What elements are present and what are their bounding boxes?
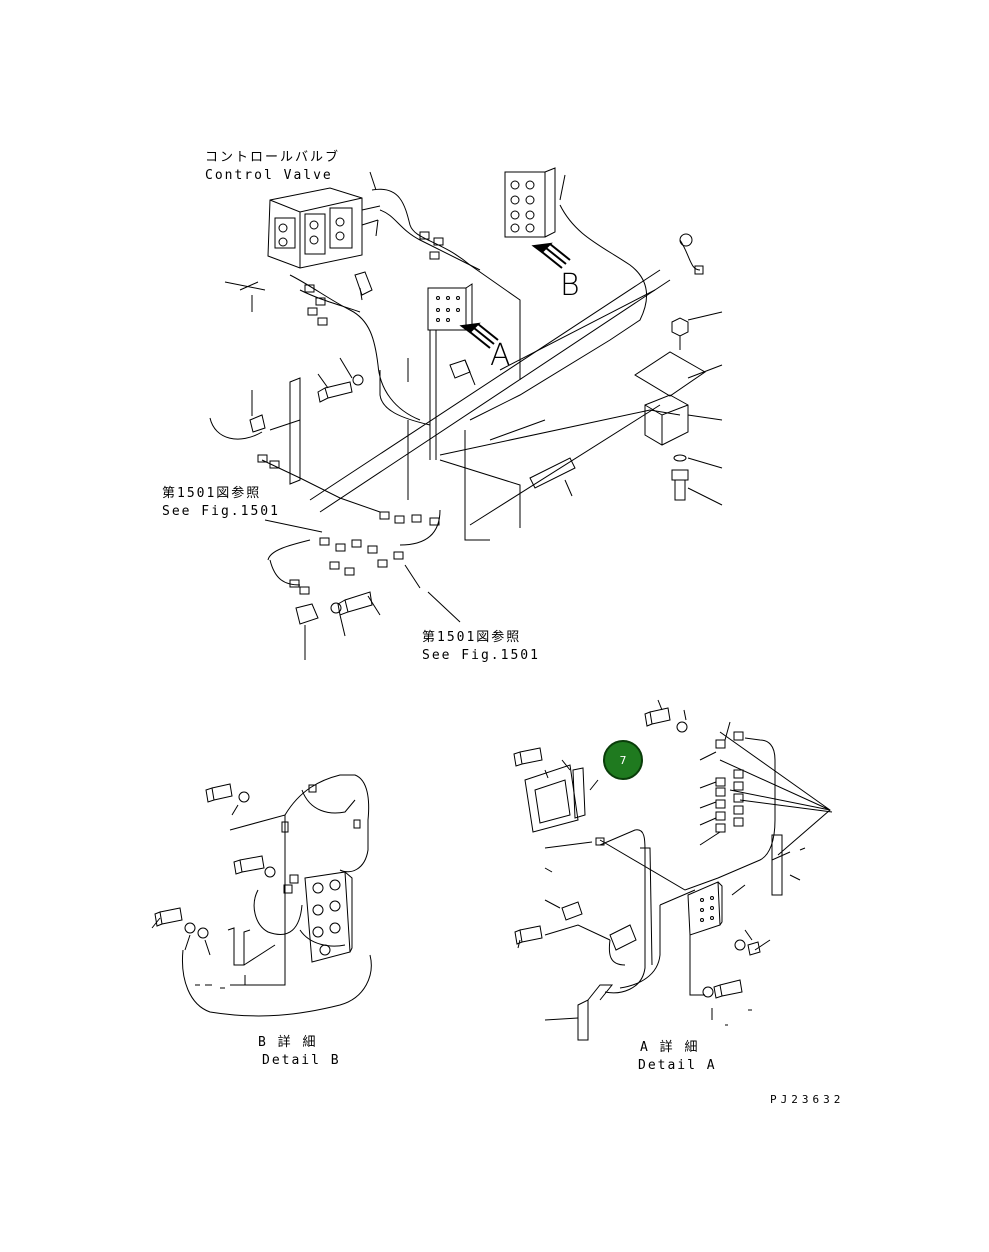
detail-a-title-ja: A 詳 細 bbox=[640, 1040, 700, 1055]
control-valve-assembly bbox=[268, 188, 380, 268]
see-fig-label-1-en: See Fig.1501 bbox=[162, 504, 280, 519]
detail-b-drawing bbox=[152, 775, 371, 1016]
view-b-marker: B bbox=[560, 268, 580, 303]
part-callout-7[interactable]: 7 bbox=[603, 740, 643, 780]
valve-block-b bbox=[505, 168, 555, 237]
plate-and-box bbox=[635, 318, 705, 500]
bracket-a bbox=[428, 284, 472, 330]
main-frame-lines bbox=[310, 270, 680, 540]
detail-b-title-en: Detail B bbox=[262, 1053, 341, 1068]
detail-a-title-en: Detail A bbox=[638, 1058, 717, 1073]
see-fig-label-1-ja: 第1501図参照 bbox=[162, 486, 262, 501]
small-parts-main bbox=[250, 272, 575, 624]
connectors-main bbox=[258, 232, 703, 594]
leader-lines-main bbox=[225, 172, 722, 660]
control-valve-label-en: Control Valve bbox=[205, 168, 333, 183]
drawing-number: PJ23632 bbox=[770, 1093, 845, 1106]
view-a-marker: A bbox=[490, 338, 511, 373]
view-arrows bbox=[462, 244, 570, 348]
detail-a-drawing bbox=[514, 700, 832, 1040]
control-valve-label-ja: コントロールバルブ bbox=[205, 150, 341, 165]
see-fig-label-2-en: See Fig.1501 bbox=[422, 648, 540, 663]
see-fig-label-2-ja: 第1501図参照 bbox=[422, 630, 522, 645]
detail-b-title-ja: B 詳 細 bbox=[258, 1035, 318, 1050]
hydraulic-hoses-main bbox=[210, 189, 700, 588]
